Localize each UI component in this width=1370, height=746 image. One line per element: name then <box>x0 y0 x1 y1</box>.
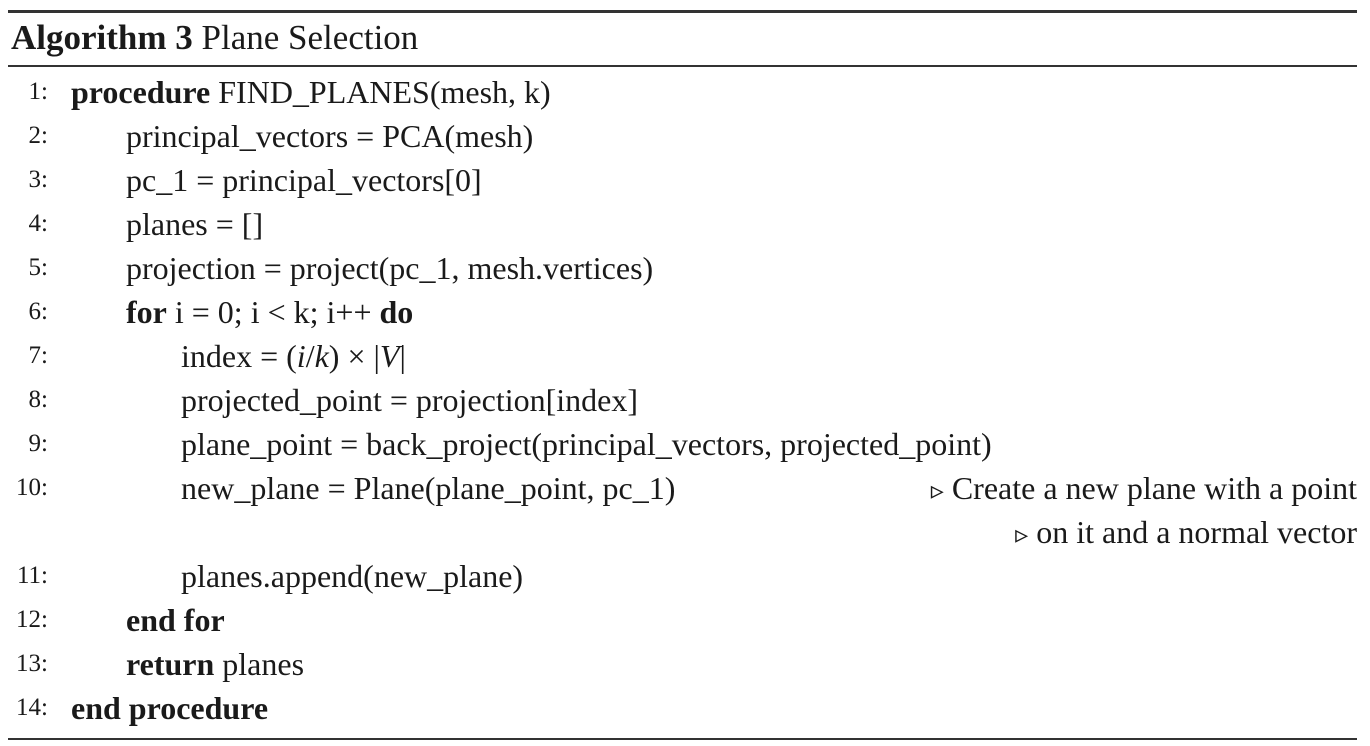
math-i: i <box>296 338 306 374</box>
code-line-3: 3: pc_1 = principal_vectors[0] <box>8 158 1357 202</box>
bottom-rule <box>8 738 1357 740</box>
line-code: procedure FIND_PLANES(mesh, k) <box>71 70 551 114</box>
code-line-14: 14: end procedure <box>8 686 1357 730</box>
code-line-12: 12: end for <box>8 598 1357 642</box>
line-number: 5: <box>28 254 48 281</box>
code-line-8: 8: projected_point = projection[index] <box>8 378 1357 422</box>
line-code: projection = project(pc_1, mesh.vertices… <box>126 250 654 286</box>
line-code: new_plane = Plane(plane_point, pc_1) <box>181 470 676 506</box>
line-number: 10: <box>16 474 48 501</box>
algorithm-box: Algorithm 3 Plane Selection 1: procedure… <box>8 10 1357 741</box>
algorithm-label: Algorithm 3 <box>11 18 193 57</box>
procedure-signature: FIND_PLANES(mesh, k) <box>210 74 551 110</box>
code-line-7: 7: index = (i/k) × |V| <box>8 334 1357 378</box>
line-code: planes = [] <box>126 206 264 242</box>
line-code: planes.append(new_plane) <box>181 558 524 594</box>
comment-triangle-icon: ▹ <box>930 476 944 505</box>
caption-rule <box>8 65 1357 67</box>
code-line-4: 4: planes = [] <box>8 202 1357 246</box>
algorithm-title: Plane Selection <box>201 18 419 57</box>
line-number: 9: <box>28 430 48 457</box>
algorithm-caption: Algorithm 3 Plane Selection <box>11 16 418 60</box>
top-rule <box>8 10 1357 13</box>
math-times: ) × | <box>328 338 380 374</box>
line-number: 14: <box>16 694 48 721</box>
keyword-end-for: end for <box>126 602 225 638</box>
code-line-11: 11: planes.append(new_plane) <box>8 554 1357 598</box>
math-V: V <box>379 338 400 374</box>
keyword-do: do <box>379 294 414 330</box>
line-comment-continuation: ▹ on it and a normal vector <box>1015 510 1357 557</box>
line-code: plane_point = back_project(principal_vec… <box>181 426 992 462</box>
comment-text: on it and a normal vector <box>1036 514 1357 550</box>
line-code: index = (i/k) × |V| <box>181 334 406 378</box>
code-line-9: 9: plane_point = back_project(principal_… <box>8 422 1357 466</box>
line-number: 3: <box>28 166 48 193</box>
math-k: k <box>314 338 329 374</box>
line-number: 13: <box>16 650 48 677</box>
code-line-6: 6: for i = 0; i < k; i++ do <box>8 290 1357 334</box>
line-number: 12: <box>16 606 48 633</box>
line-number: 4: <box>28 210 48 237</box>
line-number: 2: <box>28 122 48 149</box>
line-code: principal_vectors = PCA(mesh) <box>126 118 534 154</box>
line-number: 1: <box>28 78 48 105</box>
line-number: 6: <box>28 298 48 325</box>
return-value: planes <box>214 646 305 682</box>
code-line-10-continuation: ▹ on it and a normal vector <box>8 510 1357 554</box>
comment-text: Create a new plane with a point <box>951 470 1357 506</box>
keyword-end-procedure: end procedure <box>71 690 269 726</box>
index-assign-text: index = ( <box>181 338 297 374</box>
loop-header: i = 0; i < k; i++ <box>166 294 380 330</box>
code-line-1: 1: procedure FIND_PLANES(mesh, k) <box>8 70 1357 114</box>
line-code: pc_1 = principal_vectors[0] <box>126 162 482 198</box>
line-code: for i = 0; i < k; i++ do <box>126 290 413 334</box>
math-slash: / <box>305 338 315 374</box>
keyword-for: for <box>126 294 167 330</box>
comment-triangle-icon: ▹ <box>1015 520 1029 549</box>
line-comment: ▹ Create a new plane with a point <box>931 466 1357 513</box>
math-abs-close: | <box>399 338 406 374</box>
line-number: 11: <box>16 562 48 589</box>
code-line-5: 5: projection = project(pc_1, mesh.verti… <box>8 246 1357 290</box>
code-line-2: 2: principal_vectors = PCA(mesh) <box>8 114 1357 158</box>
keyword-procedure: procedure <box>71 74 211 110</box>
keyword-return: return <box>126 646 215 682</box>
code-line-10: 10: new_plane = Plane(plane_point, pc_1)… <box>8 466 1357 510</box>
line-code: projected_point = projection[index] <box>181 382 639 418</box>
line-number: 7: <box>28 342 48 369</box>
line-code: return planes <box>126 642 304 686</box>
code-line-13: 13: return planes <box>8 642 1357 686</box>
line-number: 8: <box>28 386 48 413</box>
